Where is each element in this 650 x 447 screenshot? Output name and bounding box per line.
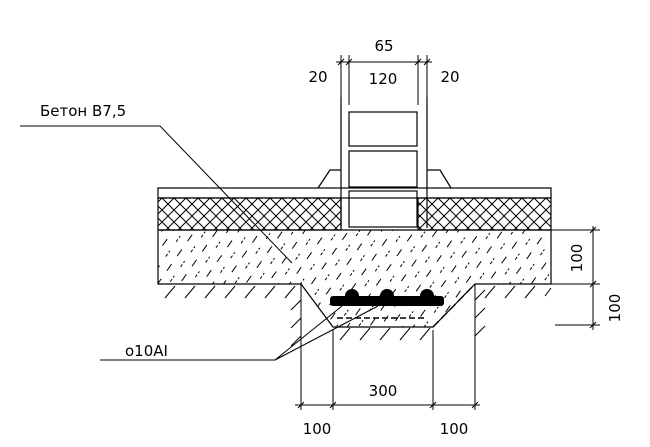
- dimension-lines: [295, 55, 600, 410]
- concrete-base: [157, 229, 552, 328]
- rebar-label: о10АI: [125, 342, 168, 360]
- dim-bottom-mid: 300: [369, 382, 398, 400]
- dim-top-total: 65: [374, 37, 393, 55]
- dim-bottom-left: 100: [303, 420, 332, 438]
- soil-hatch: [158, 283, 552, 350]
- concrete-label: Бетон В7,5: [40, 102, 126, 120]
- rebar: [330, 283, 476, 328]
- leader-lines: [20, 125, 379, 361]
- dim-top-right: 20: [440, 68, 459, 86]
- dim-right-upper: 100: [568, 244, 586, 273]
- dim-right-lower: 100: [606, 294, 624, 323]
- dim-bottom-right: 100: [440, 420, 469, 438]
- insulation-layer: [157, 197, 552, 231]
- dim-top-mid: 120: [369, 70, 398, 88]
- top-slab: [157, 187, 552, 199]
- dim-top-left: 20: [308, 68, 327, 86]
